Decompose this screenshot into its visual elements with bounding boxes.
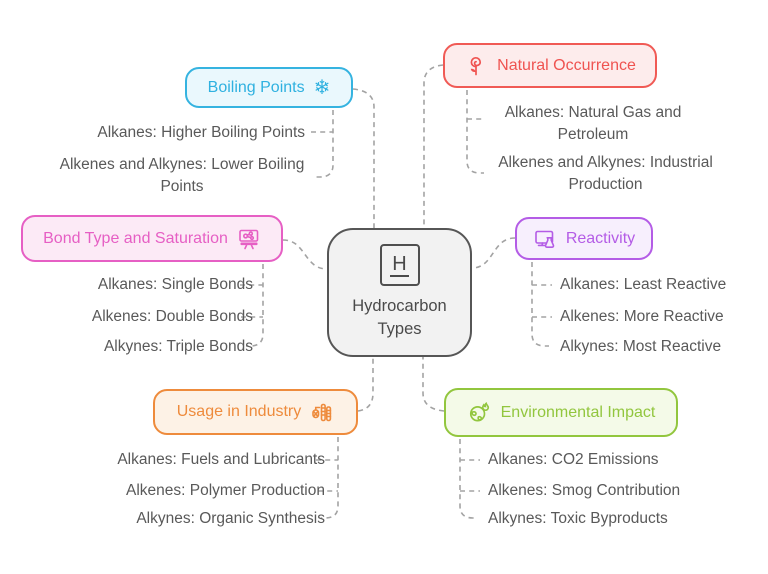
branch-node-bond-type-and-saturation: Bond Type and Saturation (21, 215, 283, 262)
leaf-alkenes-more-reactive: Alkenes: More Reactive (560, 308, 724, 325)
link-env (422, 357, 445, 412)
branch-label: Boiling Points (207, 78, 305, 96)
leaf-alkenes-alkynes-industrial-production: Alkenes and Alkynes: Industrial Producti… (498, 154, 713, 193)
link-reactivity (471, 237, 516, 269)
leaf-alkanes-least-reactive: Alkanes: Least Reactive (560, 276, 727, 293)
leaf-alkenes-smog-contribution: Alkenes: Smog Contribution (488, 482, 681, 499)
refinery-icon (312, 403, 332, 422)
globe-flame-icon (469, 401, 489, 422)
hydrogen-element-icon: H (379, 244, 420, 286)
leaf-alkynes-organic-synthesis: Alkynes: Organic Synthesis (136, 510, 325, 527)
spine-env (459, 439, 477, 519)
branch-label: Reactivity (565, 229, 636, 247)
leaf-alkynes-most-reactive: Alkynes: Most Reactive (560, 338, 722, 355)
branch-label: Natural Occurrence (497, 56, 636, 74)
leaf-alkanes-higher-boiling-points: Alkanes: Higher Boiling Points (97, 124, 305, 141)
rose-icon (470, 56, 482, 75)
branch-node-boiling-points: Boiling Points ❄ (185, 67, 353, 108)
branch-node-reactivity: Reactivity (515, 217, 653, 260)
leaf-alkanes-fuels-and-lubricants: Alkanes: Fuels and Lubricants (117, 451, 325, 468)
leaf-alkenes-polymer-production: Alkenes: Polymer Production (125, 482, 325, 499)
branch-label: Bond Type and Saturation (43, 229, 228, 247)
leaf-alkenes-double-bonds: Alkenes: Double Bonds (91, 308, 253, 325)
monitor-flask-icon (535, 230, 555, 248)
branch-label: Environmental Impact (500, 403, 656, 421)
hydrogen-letter: H (390, 252, 409, 277)
center-title: Hydrocarbon Types (352, 297, 447, 338)
leaf-alkanes-natural-gas-petroleum: Alkanes: Natural Gas and Petroleum (504, 104, 682, 143)
link-boiling (352, 88, 375, 228)
link-bond (282, 239, 328, 270)
leaf-alkanes-co2-emissions: Alkanes: CO2 Emissions (488, 451, 659, 468)
branch-node-usage-in-industry: Usage in Industry (153, 389, 358, 435)
leaf-alkynes-triple-bonds: Alkynes: Triple Bonds (103, 338, 253, 355)
spine-usage (321, 437, 339, 519)
leaf-alkenes-alkynes-lower-boiling-points: Alkenes and Alkynes: Lower Boiling Point… (59, 156, 305, 195)
leaf-alkynes-toxic-byproducts: Alkynes: Toxic Byproducts (488, 510, 668, 527)
spine-boiling (315, 110, 334, 178)
branch-node-natural-occurrence: Natural Occurrence (443, 43, 657, 88)
link-natural (423, 64, 444, 228)
link-usage (357, 357, 374, 412)
center-node-hydrocarbon-types: H Hydrocarbon Types (327, 228, 472, 357)
snowflake-icon: ❄ (313, 76, 331, 99)
spine-reactivity (531, 262, 549, 347)
branch-node-environmental-impact: Environmental Impact (444, 388, 678, 437)
branch-label: Usage in Industry (176, 403, 302, 420)
leaf-alkanes-single-bonds: Alkanes: Single Bonds (97, 276, 253, 293)
molecule-board-icon (239, 229, 259, 249)
